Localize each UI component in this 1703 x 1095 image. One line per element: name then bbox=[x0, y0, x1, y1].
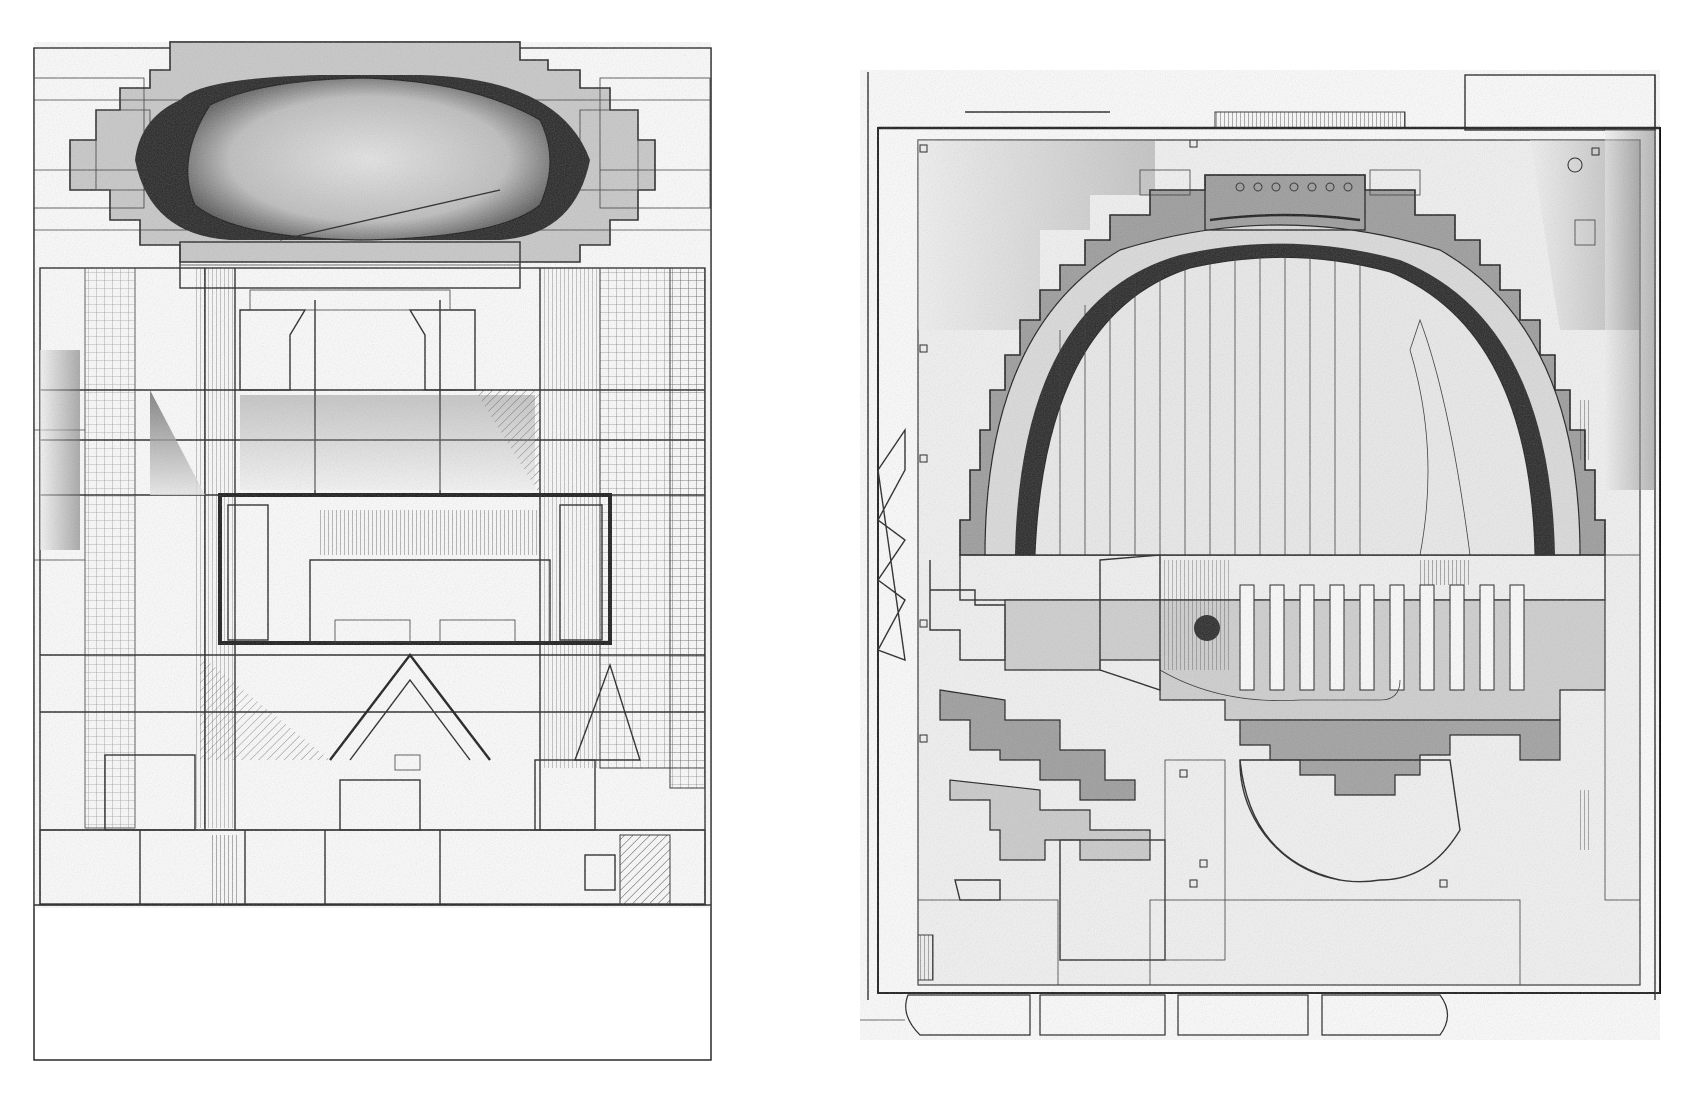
section-drawing bbox=[33, 41, 712, 1061]
plan-drawing bbox=[860, 70, 1661, 1040]
